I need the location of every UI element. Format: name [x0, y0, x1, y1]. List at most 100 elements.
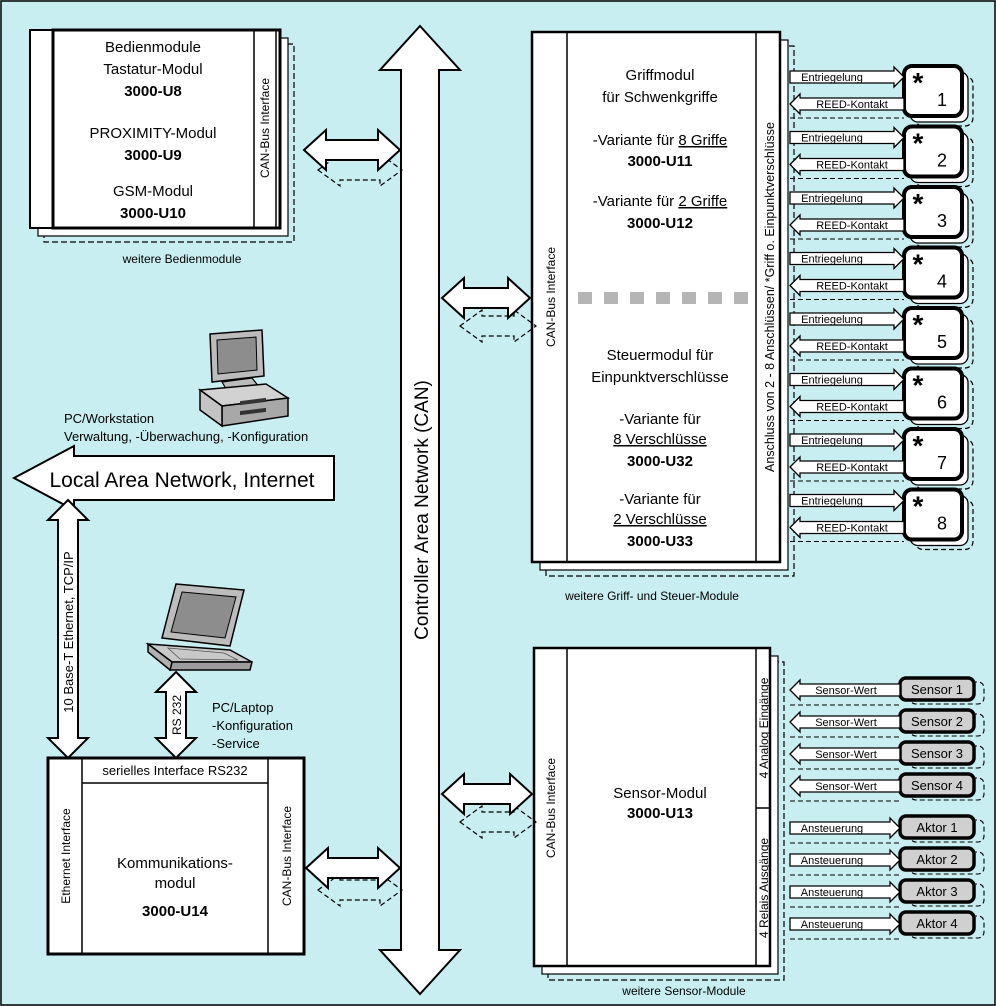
- ethernet-link: 10 Base-T Ethernet, TCP/IP: [45, 498, 91, 760]
- sensor-module-more-label: weitere Sensor-Module: [621, 984, 746, 998]
- comm-module-name-line1: Kommunikations-: [117, 855, 233, 872]
- comm-module-name-line2: modul: [155, 875, 196, 892]
- grip-channel-in-label: REED-Kontakt: [816, 523, 888, 535]
- sensor-module-code: 3000-U13: [627, 805, 693, 822]
- actor-box: [898, 814, 976, 840]
- signal-in-arrow: [789, 213, 905, 237]
- sensor-module-inputs-label: 4 Analog Eingänge: [757, 677, 771, 778]
- grip-module-separator: [578, 292, 748, 304]
- grip-channel-box: [902, 427, 964, 481]
- grip-channel-out-label: Entriegelung: [801, 314, 863, 326]
- grip-channel-out-label: Entriegelung: [801, 435, 863, 447]
- grip-channel-number: 1: [937, 90, 947, 110]
- operator-module-interface-label: CAN-Bus Interface: [258, 78, 272, 178]
- actor-channel: Aktor 4 Ansteuerung: [789, 910, 985, 940]
- grip-module-line-segment: -Variante für: [619, 491, 700, 508]
- signal-out-arrow: [789, 307, 905, 331]
- signal-out-arrow: [789, 912, 901, 936]
- grip-channel-box: [902, 366, 964, 421]
- grip-module-line-segment: -Variante für: [593, 132, 679, 149]
- operator-module-line: Tastatur-Modul: [103, 61, 202, 78]
- actor-signal-label: Ansteuerung: [801, 919, 863, 931]
- signal-out-arrow: [789, 428, 905, 452]
- ethernet-link-label: 10 Base-T Ethernet, TCP/IP: [61, 551, 76, 712]
- pc-workstation-description: Verwaltung, -Überwachung, -Konfiguration: [64, 429, 308, 444]
- sensor-label: Sensor 3: [911, 746, 963, 761]
- grip-channel-in-label: REED-Kontakt: [816, 160, 888, 172]
- grip-module-interface-label: CAN-Bus Interface: [544, 247, 558, 347]
- operator-modules: CAN-Bus Interface BedienmoduleTastatur-M…: [29, 28, 295, 266]
- pc-workstation-label: PC/Workstation: [64, 411, 154, 426]
- signal-in-arrow: [789, 678, 901, 702]
- grip-channel-number: 5: [937, 332, 947, 352]
- operator-bus-arrow: [302, 127, 402, 173]
- grip-channel-in-label: REED-Kontakt: [816, 462, 888, 474]
- operator-module-line: Bedienmodule: [105, 39, 201, 56]
- signal-in-arrow: [789, 394, 905, 419]
- grip-bus-connector: [440, 275, 538, 344]
- signal-out-arrow: [789, 848, 901, 872]
- actor-label: Aktor 4: [916, 916, 957, 931]
- operator-module-line: 3000-U8: [124, 83, 182, 100]
- grip-channel-number: 6: [937, 393, 947, 413]
- desktop-computer-icon: [197, 329, 291, 428]
- signal-out-arrow: [789, 816, 901, 840]
- grip-module: CAN-Bus Interface Anschluss von 2 - 8 An…: [530, 30, 974, 603]
- grip-channel-out-label: Entriegelung: [801, 375, 863, 387]
- signal-in-arrow: [789, 273, 905, 298]
- sensor-signal-label: Sensor-Wert: [815, 717, 877, 729]
- signal-in-arrow: [789, 710, 901, 734]
- operator-module-line: GSM-Modul: [113, 183, 193, 200]
- signal-in-arrow: [789, 515, 905, 540]
- grip-module-line: -Variante für: [619, 491, 700, 508]
- operator-bus-connector: [302, 127, 404, 188]
- comm-bus-arrow: [304, 845, 402, 891]
- grip-module-channels: *1EntriegelungREED-Kontakt*2Entriegelung…: [789, 64, 974, 551]
- grip-channel-out-label: Entriegelung: [801, 133, 863, 145]
- pc-laptop-label: PC/Laptop: [212, 700, 273, 715]
- grip-module-line-segment: 2 Griffe: [678, 193, 727, 210]
- grip-module-line-segment: Einpunktverschlüsse: [591, 369, 729, 386]
- grip-module-line: -Variante für 2 Griffe: [593, 193, 728, 210]
- grip-channel-box: [902, 124, 964, 179]
- grip-channel-star: *: [913, 309, 924, 340]
- grip-channel-number: 3: [937, 211, 947, 231]
- grip-channel-out-label: Entriegelung: [801, 193, 863, 205]
- grip-channel-in-label: REED-Kontakt: [816, 341, 888, 353]
- rs232-label: RS 232: [170, 695, 184, 735]
- grip-module-line-segment: Steuermodul für: [607, 347, 714, 364]
- sensor-label: Sensor 2: [911, 714, 963, 729]
- grip-channel-out-label: Entriegelung: [801, 72, 863, 84]
- serial-interface-label: serielles Interface RS232: [102, 763, 247, 778]
- can-bus-arrow: [377, 24, 463, 996]
- sensor-module-name: Sensor-Modul: [613, 785, 706, 802]
- grip-module-line-segment: 2 Verschlüsse: [613, 511, 706, 528]
- comm-bus-connector: [304, 845, 404, 908]
- signal-in-arrow: [789, 774, 901, 798]
- grip-module-line: 2 Verschlüsse: [613, 511, 706, 528]
- signal-in-arrow: [789, 92, 905, 116]
- sensor-module: CAN-Bus Interface Sensor-Modul 3000-U13 …: [532, 646, 985, 998]
- grip-module-line: Griffmodul: [626, 67, 695, 84]
- grip-module-line: 3000-U33: [627, 533, 693, 550]
- sensor-label: Sensor 4: [911, 778, 963, 793]
- actor-label: Aktor 1: [916, 820, 957, 835]
- grip-channel-box: [902, 487, 964, 542]
- grip-channel-star: *: [913, 491, 924, 522]
- grip-channel-star: *: [913, 67, 924, 98]
- sensor-bus-connector: [440, 771, 538, 840]
- grip-module-connection-label: Anschluss von 2 - 8 Anschlüssen/ *Griff …: [763, 122, 777, 472]
- grip-module-line-segment: 8 Griffe: [678, 132, 727, 149]
- grip-channel-box: [902, 245, 964, 300]
- grip-module-line-segment: 8 Verschlüsse: [613, 431, 706, 448]
